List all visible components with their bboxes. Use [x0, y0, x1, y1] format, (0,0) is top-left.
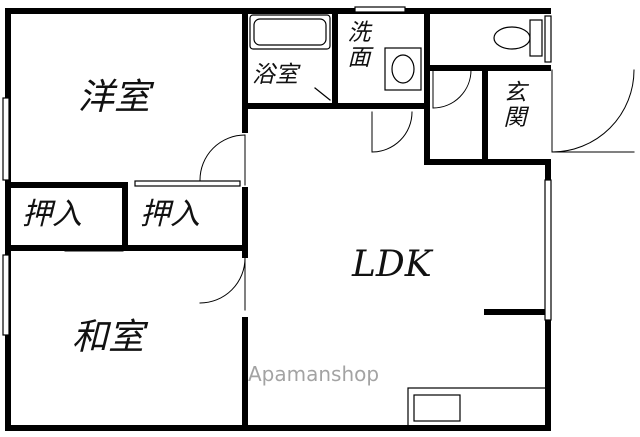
room-label-japanese: 和室 [72, 317, 145, 358]
windows [2, 6, 552, 336]
interior-walls [5, 8, 551, 431]
room-label-closet-right: 押入 [140, 197, 200, 232]
room-label-ldk: LDK [352, 244, 432, 285]
room-label-western: 洋室 [78, 77, 151, 118]
room-label-bath: 浴室 [252, 62, 298, 88]
room-label-closet-left: 押入 [22, 197, 82, 232]
doors [64, 69, 635, 311]
fixtures [249, 14, 547, 427]
room-label-washroom: 洗面 [343, 20, 369, 70]
watermark-text: Apamanshop [248, 362, 380, 386]
room-label-entrance: 玄関 [499, 80, 525, 130]
